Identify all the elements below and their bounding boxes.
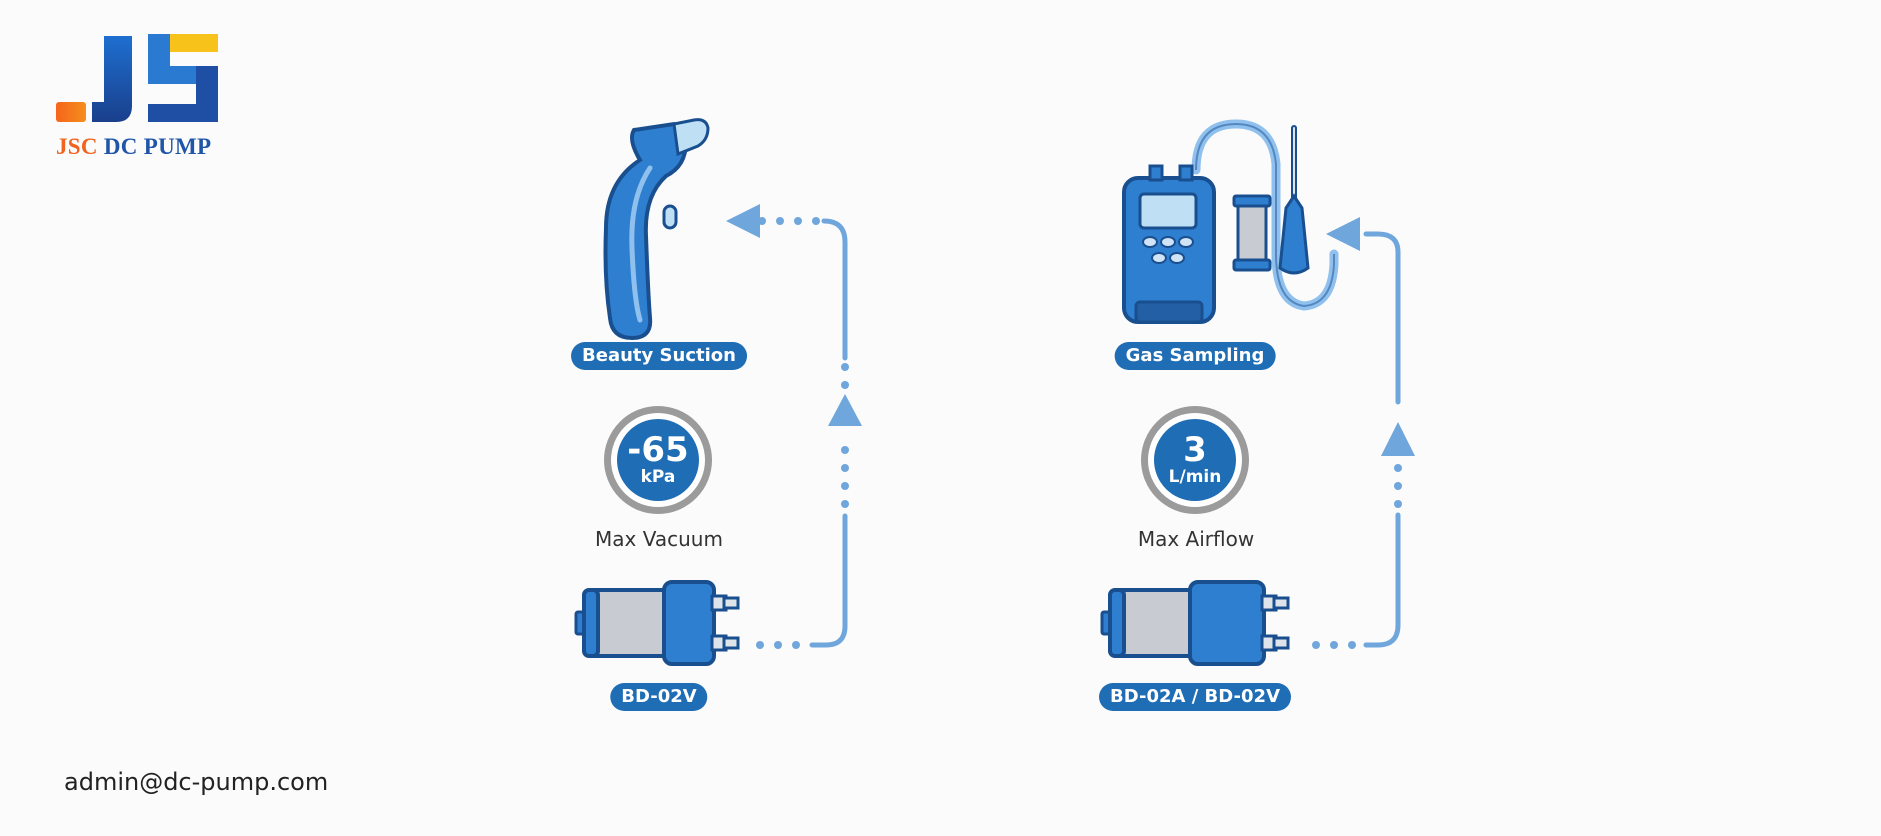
brand-name: JSC DC PUMP — [56, 134, 211, 160]
logo-mark — [56, 34, 218, 122]
brand-name-part1: JSC — [56, 134, 98, 159]
metric-badge-left-inner: -65 kPa — [617, 419, 699, 501]
pump-model-label-left: BD-02V — [610, 683, 708, 711]
beauty-suction-device-icon — [603, 118, 710, 341]
gas-sampling-device-icon — [1122, 119, 1339, 324]
dc-pump-icon — [574, 580, 740, 666]
pump-model-label-right: BD-02A / BD-02V — [1099, 683, 1291, 711]
metric-value-right: 3 — [1183, 430, 1207, 470]
application-label-gas-sampling: Gas Sampling — [1114, 342, 1276, 370]
brand-name-part2: DC PUMP — [97, 134, 212, 159]
metric-label-right: Max Airflow — [1137, 527, 1255, 551]
metric-value-left: -65 — [627, 430, 689, 470]
metric-badge-right-inner: 3 L/min — [1154, 419, 1236, 501]
flow-arrow-icon — [1312, 217, 1415, 649]
metric-unit-right: L/min — [1168, 467, 1222, 487]
contact-email[interactable]: admin@dc-pump.com — [64, 768, 329, 796]
flow-arrow-icon — [726, 204, 862, 649]
metric-badge-left: -65 kPa — [604, 406, 712, 514]
metric-label-left: Max Vacuum — [595, 527, 723, 551]
dc-pump-icon — [1100, 580, 1290, 666]
metric-badge-right: 3 L/min — [1141, 406, 1249, 514]
metric-unit-left: kPa — [640, 467, 676, 487]
application-label-beauty-suction: Beauty Suction — [571, 342, 747, 370]
